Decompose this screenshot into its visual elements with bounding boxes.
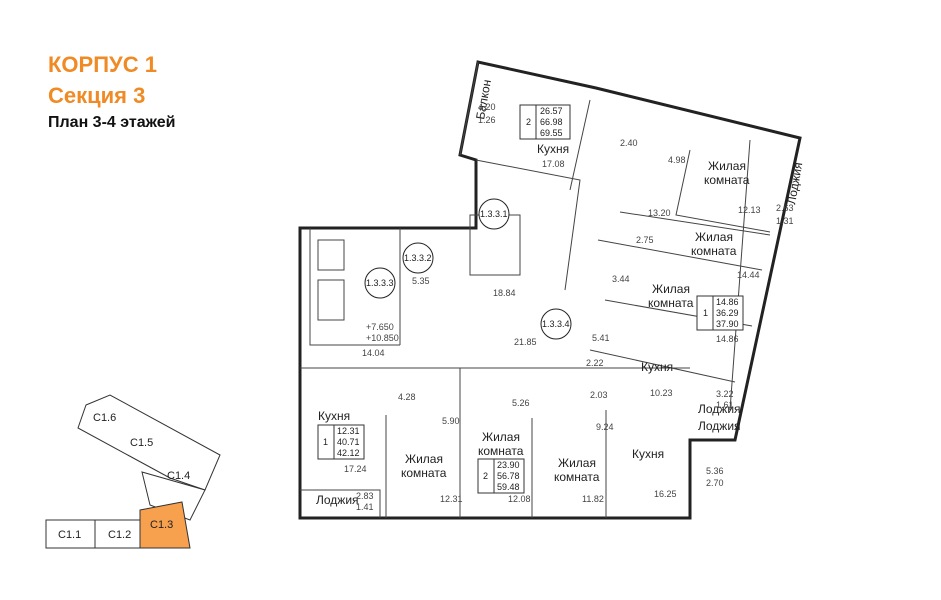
area-label: 1.61 [716, 400, 734, 410]
area-label: 9.24 [596, 422, 614, 432]
keymap-c13: C1.3 [150, 519, 173, 531]
area-label: 4.98 [668, 155, 686, 165]
area-label: 12.08 [508, 494, 531, 504]
room-zhil-5a: Жилая [482, 430, 520, 444]
area-label: 13.20 [648, 208, 671, 218]
room-zhil-1a: Жилая [708, 159, 746, 173]
room-zhil-4b: комната [401, 466, 447, 480]
area-label: 2.22 [586, 358, 604, 368]
area-label: 10.23 [650, 388, 673, 398]
level-mark: +7.650 [366, 322, 394, 332]
apt-total-area: 36.29 [716, 308, 739, 318]
area-label: 5.36 [706, 466, 724, 476]
room-zhil-2b: комната [691, 244, 737, 258]
room-balkon: Балкон [473, 78, 494, 120]
room-zhil-5b: комната [478, 444, 524, 458]
room-kuhnya-br: Кухня [632, 447, 664, 461]
area-label: 3.44 [612, 274, 630, 284]
apt-living-area: 14.86 [716, 297, 739, 307]
area-label: 4.28 [398, 392, 416, 402]
area-label: 2.70 [706, 478, 724, 488]
plan-title: План 3-4 этажей [48, 114, 176, 131]
apt-total-balcony: 42.12 [337, 448, 360, 458]
room-kuhnya-top: Кухня [537, 142, 569, 156]
building-title: КОРПУС 1 [48, 52, 157, 77]
room-lodzhiya-r2: Лоджия [698, 402, 741, 416]
area-label: 2.03 [590, 390, 608, 400]
area-label: 5.90 [442, 416, 460, 426]
apt-rooms: 2 [483, 471, 488, 481]
stair-label: 1.3.3.2 [404, 253, 432, 263]
keymap-outline [45, 394, 221, 549]
room-lodzhiya-bl: Лоджия [316, 493, 359, 507]
area-label: 5.41 [592, 333, 610, 343]
room-zhil-1b: комната [704, 173, 750, 187]
room-lodzhiya-r3: Лоджия [698, 419, 741, 433]
keymap-c16: C1.6 [93, 412, 116, 424]
section-title: Секция 3 [48, 83, 146, 108]
apartment-box-1[interactable]: 2 26.57 66.98 69.55 [519, 104, 571, 140]
apt-living-area: 23.90 [497, 460, 520, 470]
room-kuhnya-left: Кухня [318, 409, 350, 423]
area-label: 2.40 [620, 138, 638, 148]
plan-walls [298, 60, 802, 520]
area-label: 14.44 [737, 270, 760, 280]
apartment-box-3[interactable]: 1 12.31 40.71 42.12 [317, 424, 365, 460]
area-label: 14.04 [362, 348, 385, 358]
room-zhil-2a: Жилая [695, 230, 733, 244]
area-label: 21.85 [514, 337, 537, 347]
area-label: 1.31 [776, 216, 794, 226]
apartment-box-4[interactable]: 2 23.90 56.78 59.48 [477, 458, 525, 494]
apt-living-area: 26.57 [540, 106, 563, 116]
area-label: 18.84 [493, 288, 516, 298]
area-label: 2.63 [776, 203, 794, 213]
apt-total-balcony: 37.90 [716, 319, 739, 329]
keymap-c14: C1.4 [167, 470, 190, 482]
apt-rooms: 1 [703, 308, 708, 318]
area-label: 12.31 [440, 494, 463, 504]
apt-living-area: 12.31 [337, 426, 360, 436]
room-zhil-3b: комната [648, 296, 694, 310]
area-label: 11.82 [582, 494, 604, 504]
level-mark: +10.850 [366, 333, 399, 343]
stair-markers [364, 198, 572, 340]
room-zhil-4a: Жилая [405, 452, 443, 466]
keymap-c12: C1.2 [108, 529, 131, 541]
apt-total-balcony: 59.48 [497, 482, 520, 492]
area-label: 3.22 [716, 389, 734, 399]
apt-rooms: 2 [526, 117, 531, 127]
area-label: 14.86 [716, 334, 739, 344]
keymap-c11: C1.1 [58, 529, 81, 541]
keymap-section-c13[interactable] [139, 501, 191, 549]
area-label: 1.41 [356, 502, 374, 512]
area-label: 5.35 [412, 276, 430, 286]
area-label: 2.75 [636, 235, 654, 245]
stair-label: 1.3.3.3 [366, 278, 394, 288]
area-label: 12.13 [738, 205, 761, 215]
apt-rooms: 1 [323, 437, 328, 447]
area-label: 4.20 [478, 102, 496, 112]
area-label: 16.25 [654, 489, 677, 499]
keymap-c15: C1.5 [130, 437, 153, 449]
room-zhil-6a: Жилая [558, 456, 596, 470]
room-zhil-6b: комната [554, 470, 600, 484]
apt-total-area: 66.98 [540, 117, 563, 127]
room-lodzhiya-r1: Лоджия [784, 161, 805, 205]
area-label: 17.24 [344, 464, 367, 474]
stair-label: 1.3.3.4 [542, 319, 570, 329]
area-label: 5.26 [512, 398, 530, 408]
apt-total-balcony: 69.55 [540, 128, 563, 138]
stair-label: 1.3.3.1 [480, 209, 508, 219]
apt-total-area: 40.71 [337, 437, 360, 447]
apt-total-area: 56.78 [497, 471, 520, 481]
room-kuhnya-right: Кухня [641, 360, 673, 374]
apartment-box-2[interactable]: 1 14.86 36.29 37.90 [696, 295, 744, 331]
area-label: 2.83 [356, 491, 374, 501]
area-label: 17.08 [542, 159, 565, 169]
room-zhil-3a: Жилая [652, 282, 690, 296]
area-label: 1.26 [478, 115, 496, 125]
